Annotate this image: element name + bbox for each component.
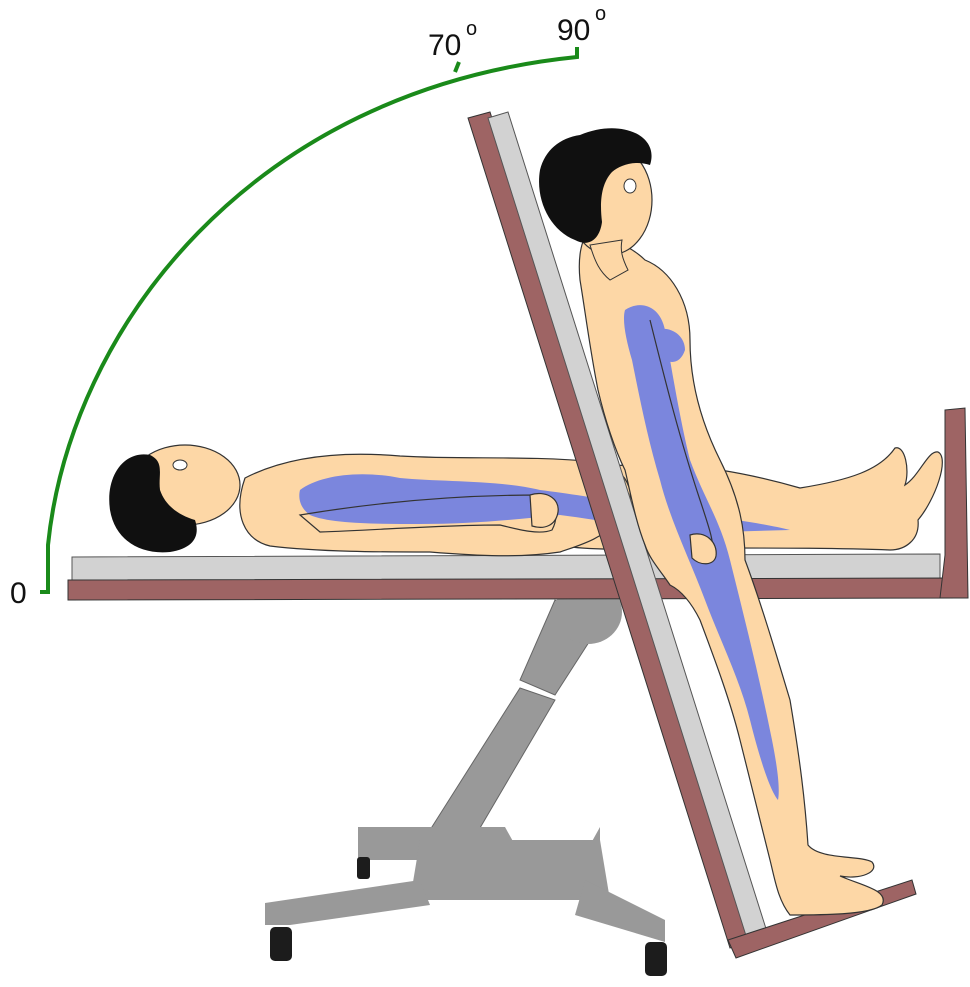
angle-label-ninety: 90 (557, 14, 590, 47)
supine-patient (109, 445, 942, 556)
seventy-tick (455, 62, 459, 72)
angle-label-zero: 0 (10, 577, 27, 610)
angle-label-seventy: 70 (428, 29, 461, 62)
base-leg-left (265, 880, 430, 925)
base-hub (410, 840, 610, 900)
base-leg-right (575, 880, 665, 942)
table-stand (265, 580, 667, 976)
degree-symbol-seventy: o (466, 18, 477, 40)
wheel-back-left (357, 857, 370, 879)
wheel-front-left (270, 927, 292, 961)
wheel-front-right (645, 942, 667, 976)
supine-eye (173, 460, 187, 470)
horizontal-table-frame (68, 578, 960, 600)
supine-hand (530, 494, 558, 528)
lift-column-lower (430, 688, 555, 845)
degree-symbol-ninety: o (595, 3, 606, 25)
upright-eye (624, 179, 636, 193)
horizontal-footboard (940, 408, 968, 598)
